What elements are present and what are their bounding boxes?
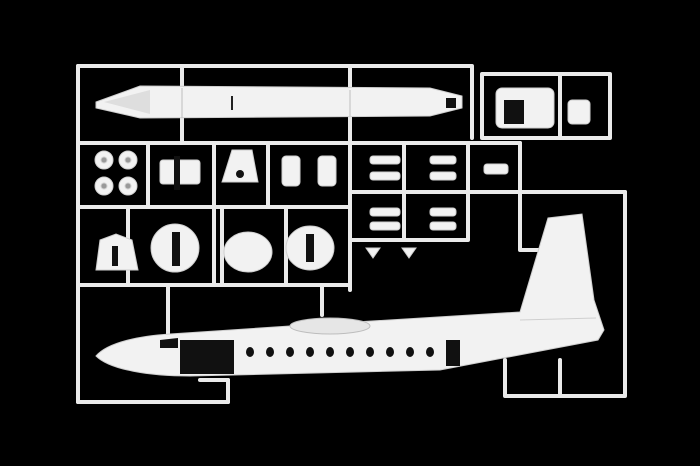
wheels	[94, 150, 138, 196]
canopy-piece	[495, 87, 591, 129]
engine-nacelles	[95, 223, 335, 273]
fuselage-half-with-tail	[95, 213, 605, 377]
propeller-hubs	[365, 155, 509, 259]
wing-half-upper	[95, 85, 463, 119]
landing-gear	[159, 149, 337, 190]
